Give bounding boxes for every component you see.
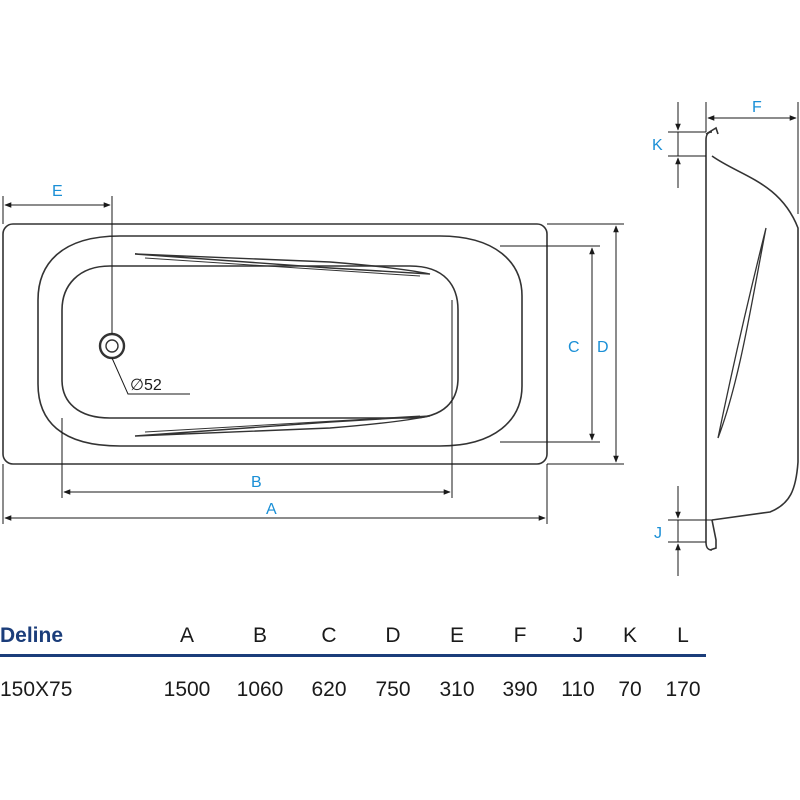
top-view-labels: E B A C D ∅52: [52, 183, 609, 518]
value-F: 390: [502, 678, 538, 701]
header-J: J: [572, 624, 584, 647]
table-title: Deline: [0, 624, 64, 647]
value-D: 750: [375, 678, 411, 701]
value-K: 70: [618, 678, 642, 701]
value-B: 1060: [236, 678, 284, 701]
dim-label-A: A: [266, 501, 277, 518]
header-L: L: [677, 624, 689, 647]
header-B: B: [252, 624, 268, 647]
top-view: [2, 223, 548, 465]
tub-basin-floor: [61, 265, 459, 419]
side-profile-rim-top: [705, 126, 719, 135]
side-view-dimensions: [668, 102, 799, 576]
bottom-grip-groove-line: [144, 415, 421, 433]
top-view-dimensions: [2, 196, 624, 524]
header-F: F: [513, 624, 527, 647]
tub-inner-bowl: [37, 235, 523, 447]
dim-label-F: F: [752, 99, 762, 116]
dim-label-D: D: [597, 339, 609, 356]
side-grip-groove: [717, 227, 767, 439]
side-profile-outer: [705, 131, 713, 551]
table-header-row: Deline A B C D E F J K L: [0, 624, 800, 658]
side-profile-rim-bottom: [709, 519, 717, 551]
dim-label-B: B: [251, 474, 262, 491]
header-K: K: [622, 624, 638, 647]
value-E: 310: [439, 678, 475, 701]
side-view-labels: F K J: [652, 99, 762, 542]
dim-label-J: J: [654, 525, 662, 542]
side-view: [705, 126, 799, 551]
table-divider: [0, 654, 706, 657]
header-E: E: [449, 624, 465, 647]
header-C: C: [321, 624, 337, 647]
side-profile-body: [711, 155, 799, 521]
drain-inner: [105, 339, 119, 353]
value-C: 620: [311, 678, 347, 701]
value-A: 1500: [163, 678, 211, 701]
model-name: 150X75: [0, 678, 73, 701]
value-J: 110: [561, 678, 595, 701]
value-L: 170: [665, 678, 701, 701]
dim-label-E: E: [52, 183, 63, 200]
bottom-grip-groove: [134, 415, 431, 437]
header-A: A: [179, 624, 195, 647]
tub-outer-rim: [2, 223, 548, 465]
table-row: 150X75 1500 1060 620 750 310 390 110 70 …: [0, 678, 800, 712]
drain-outer: [98, 332, 126, 360]
dim-label-C: C: [568, 339, 580, 356]
top-grip-groove-line: [144, 257, 421, 277]
drain-diameter-label: ∅52: [130, 377, 162, 394]
top-grip-groove: [134, 253, 431, 275]
header-D: D: [385, 624, 401, 647]
dim-label-K: K: [652, 137, 663, 154]
